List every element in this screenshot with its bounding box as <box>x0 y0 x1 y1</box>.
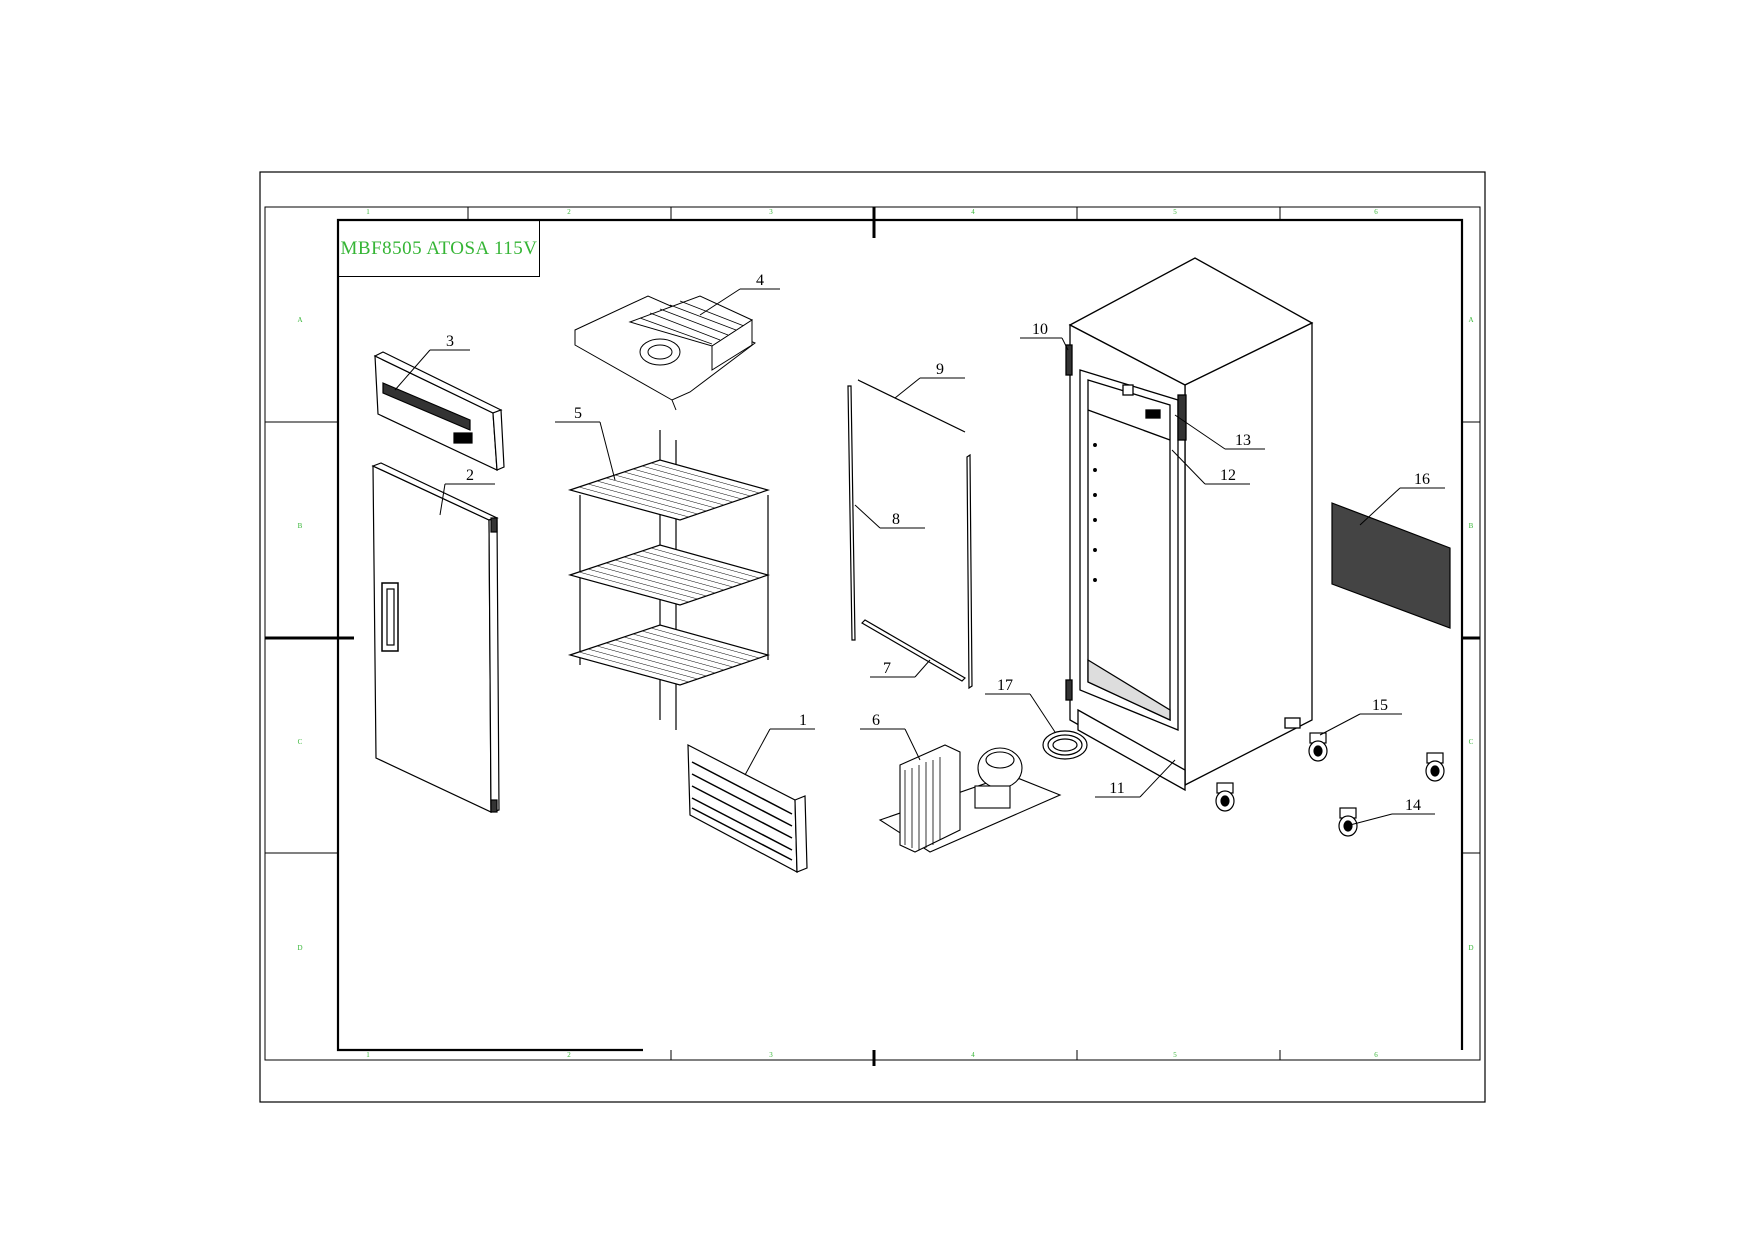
zone-column-label: 6 <box>1374 1051 1378 1059</box>
callout-12: 12 <box>1220 467 1236 484</box>
zone-column-label: 4 <box>971 1051 975 1059</box>
callout-5: 5 <box>574 405 582 422</box>
callout-4: 4 <box>756 272 764 289</box>
part-condensing-unit <box>878 744 1062 853</box>
zone-column-label: 3 <box>769 1051 773 1059</box>
callout-leader <box>1319 713 1361 736</box>
part-drain-hose <box>1042 730 1088 760</box>
center-marks <box>265 207 1480 1066</box>
callout-1: 1 <box>799 712 807 729</box>
callout-leader <box>854 504 881 529</box>
callout-leader <box>439 483 446 516</box>
callout-2: 2 <box>466 467 474 484</box>
zone-row-label: B <box>1469 522 1474 530</box>
part-evaporator <box>574 295 756 411</box>
part-gaskets <box>847 379 973 690</box>
callout-7: 7 <box>883 660 891 677</box>
part-casters <box>1215 732 1445 837</box>
zone-row-label: B <box>298 522 303 530</box>
callout-leader <box>1171 449 1206 485</box>
zone-column-label: 3 <box>769 208 773 216</box>
part-door <box>371 462 500 813</box>
callout-8: 8 <box>892 511 900 528</box>
zone-column-label: 6 <box>1374 208 1378 216</box>
part-cabinet <box>1065 257 1314 792</box>
zone-column-label: 2 <box>567 208 571 216</box>
zone-column-label: 1 <box>366 1051 370 1059</box>
callout-3: 3 <box>446 333 454 350</box>
drawing-title: MBF8505 ATOSA 115V <box>340 237 538 259</box>
zone-row-label: C <box>298 738 303 746</box>
callout-9: 9 <box>936 361 944 378</box>
zone-column-label: 1 <box>366 208 370 216</box>
callout-16: 16 <box>1414 471 1430 488</box>
part-rear-grille <box>1331 502 1451 629</box>
callout-leader <box>699 288 741 316</box>
callout-leader <box>1029 693 1056 733</box>
callout-leader <box>599 421 616 481</box>
zone-row-label: D <box>297 944 302 952</box>
callout-leader <box>1061 337 1069 351</box>
callout-14: 14 <box>1405 797 1421 814</box>
zone-row-labels: A A B B C C D D <box>297 316 1473 952</box>
callout-leader <box>904 728 921 761</box>
outer-frame <box>259 171 1486 1103</box>
callout-13: 13 <box>1235 432 1251 449</box>
part-shelves <box>567 430 771 730</box>
zone-column-label: 2 <box>567 1051 571 1059</box>
callout-10: 10 <box>1032 321 1048 338</box>
title-block: MBF8505 ATOSA 115V <box>338 220 540 277</box>
callout-leader <box>394 349 431 391</box>
zone-row-label: C <box>1469 738 1474 746</box>
callout-leader <box>1359 487 1401 526</box>
callout-11: 11 <box>1109 780 1124 797</box>
callout-17: 17 <box>997 677 1013 694</box>
zone-row-label: D <box>1468 944 1473 952</box>
callout-leader <box>744 728 771 776</box>
callout-15: 15 <box>1372 697 1388 714</box>
part-control-panel <box>373 351 505 471</box>
zone-row-label: A <box>297 316 302 324</box>
zone-column-label: 4 <box>971 208 975 216</box>
callout-leader <box>1139 759 1176 798</box>
zone-ticks <box>265 207 1480 1060</box>
callout-leader <box>914 659 931 678</box>
zone-row-label: A <box>1468 316 1473 324</box>
callout-leader <box>1349 813 1393 826</box>
zone-column-label: 5 <box>1173 1051 1177 1059</box>
part-front-grille <box>687 744 808 874</box>
callout-6: 6 <box>872 712 880 729</box>
callout-leader <box>894 377 921 399</box>
callout-leader <box>1174 414 1226 450</box>
zone-column-label: 5 <box>1173 208 1177 216</box>
